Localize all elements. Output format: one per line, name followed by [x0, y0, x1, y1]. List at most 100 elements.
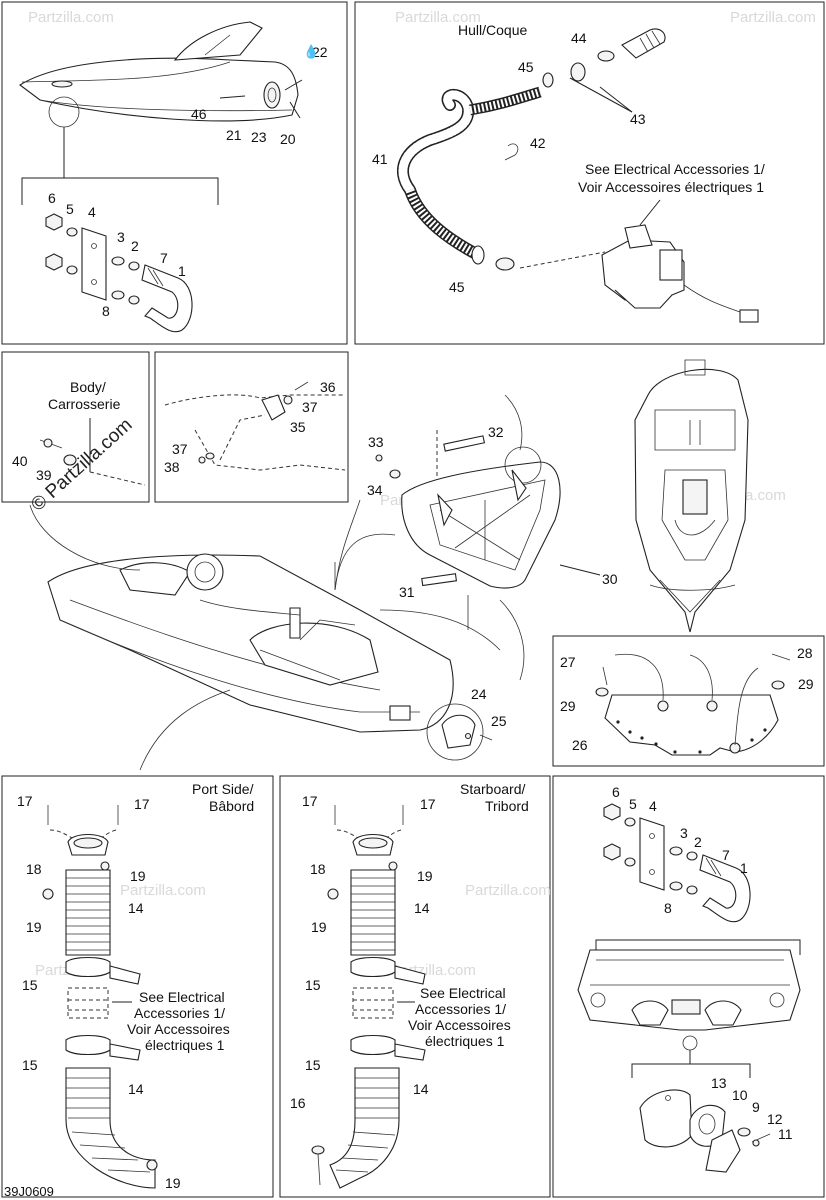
note-line: See Electrical Accessories 1/: [585, 161, 765, 177]
part-number: 31: [399, 584, 415, 600]
part-number: 39: [36, 467, 52, 483]
port-labels: Port Side/ Bâbord See Electrical Accesso…: [17, 781, 254, 1191]
part-number: 8: [664, 900, 672, 916]
panel-frame-port: [1, 775, 274, 1198]
part-number: 15: [22, 977, 38, 993]
part-number: 15: [305, 1057, 321, 1073]
part-number: 23: [251, 129, 267, 145]
watermark-text: Partzilla.com: [120, 882, 206, 899]
body-title: Carrosserie: [48, 396, 121, 412]
panel-frame-bottom-right: [552, 775, 825, 1198]
part-number: 19: [417, 868, 433, 884]
top-left-labels: 22 💧 46 21 23 20 6 5 4 3 2 7 1 8: [48, 44, 328, 319]
mid-small-illustration: [164, 381, 346, 471]
panel-frame-rear: [552, 635, 825, 767]
part-number: 41: [372, 151, 388, 167]
tray-illustration: [334, 394, 601, 630]
port-illustration: [42, 805, 158, 1189]
rear-panel-labels: 27 28 29 29 26: [560, 645, 814, 753]
starboard-title: Tribord: [485, 798, 529, 814]
part-number: 4: [649, 798, 657, 814]
part-number: 14: [128, 900, 144, 916]
note-line: Voir Accessoires: [127, 1021, 230, 1037]
part-number: 8: [102, 303, 110, 319]
part-number: 14: [414, 900, 430, 916]
note-line: Voir Accessoires: [408, 1017, 511, 1033]
mid-small-labels: 36 37 35 37 38: [164, 379, 336, 475]
panel-frame-mid-small: [154, 351, 349, 503]
connector-lines: [334, 533, 525, 681]
note-line: électriques 1: [425, 1033, 505, 1049]
part-number: 36: [320, 379, 336, 395]
part-number: 3: [680, 825, 688, 841]
top-right-labels: Hull/Coque See Electrical Accessories 1/…: [372, 22, 765, 295]
part-number: 6: [48, 190, 56, 206]
part-number: 34: [367, 482, 383, 498]
part-number: 42: [530, 135, 546, 151]
part-number: 7: [160, 250, 168, 266]
figure-code: 39J0609: [4, 1184, 54, 1199]
bottom-right-illustration: [577, 803, 801, 1173]
drop-icon: 💧: [303, 44, 319, 59]
note-line: Accessories 1/: [134, 1005, 225, 1021]
boat-center-view: [29, 504, 493, 771]
note-line: See Electrical: [420, 985, 506, 1001]
watermark-text: Partzilla.com: [730, 9, 816, 26]
part-number: 7: [722, 847, 730, 863]
part-number: 1: [740, 860, 748, 876]
part-number: 43: [630, 111, 646, 127]
panel-frame-top-right: [354, 1, 825, 345]
part-number: 19: [26, 919, 42, 935]
part-number: 45: [449, 279, 465, 295]
part-number: 22: [312, 44, 328, 60]
part-number: 20: [280, 131, 296, 147]
part-number: 33: [368, 434, 384, 450]
part-number: 18: [26, 861, 42, 877]
part-number: 2: [694, 834, 702, 850]
body-title: Body/: [70, 379, 106, 395]
top-right-illustration: [396, 28, 759, 323]
note-line: électriques 1: [145, 1037, 225, 1053]
part-number: 17: [134, 796, 150, 812]
part-number: 40: [12, 453, 28, 469]
svg-text:© Partzilla.com: © Partzilla.com: [27, 414, 136, 515]
part-number: 11: [778, 1126, 793, 1142]
watermark-text: Partzilla.com: [465, 882, 551, 899]
boat-top-view: [634, 359, 749, 633]
watermark-main: © Partzilla.com: [27, 414, 136, 515]
part-number: 27: [560, 654, 576, 670]
port-title: Bâbord: [209, 798, 254, 814]
part-number: 18: [310, 861, 326, 877]
starboard-illustration: [311, 805, 426, 1189]
hull-label: Hull/Coque: [458, 22, 527, 38]
watermark-text: Partzilla.com: [395, 9, 481, 26]
part-number: 14: [413, 1081, 429, 1097]
part-number: 45: [518, 59, 534, 75]
port-title: Port Side/: [192, 781, 254, 797]
center-labels: 24 25: [471, 686, 507, 729]
bottom-right-labels: 6 5 4 3 2 7 1 8 13 10 9 12 11: [612, 784, 793, 1142]
part-number: 2: [131, 238, 139, 254]
part-number: 21: [226, 127, 242, 143]
part-number: 6: [612, 784, 620, 800]
part-number: 15: [22, 1057, 38, 1073]
panel-frame-body: [1, 351, 150, 503]
note-line: See Electrical: [139, 989, 225, 1005]
part-number: 25: [491, 713, 507, 729]
part-number: 26: [572, 737, 588, 753]
part-number: 10: [732, 1087, 748, 1103]
starboard-title: Starboard/: [460, 781, 525, 797]
part-number: 9: [752, 1099, 760, 1115]
part-number: 29: [560, 698, 576, 714]
note-line: Accessories 1/: [415, 1001, 506, 1017]
part-number: 16: [290, 1095, 306, 1111]
part-number: 17: [17, 793, 33, 809]
tray-labels: 33 32 34 30 31: [367, 424, 618, 600]
watermark-text: Partzilla.com: [28, 9, 114, 26]
part-number: 14: [128, 1081, 144, 1097]
body-labels: Body/ Carrosserie 40 39: [12, 379, 121, 483]
part-number: 17: [420, 796, 436, 812]
part-number: 46: [191, 106, 207, 122]
part-number: 1: [178, 263, 186, 279]
part-number: 3: [117, 229, 125, 245]
